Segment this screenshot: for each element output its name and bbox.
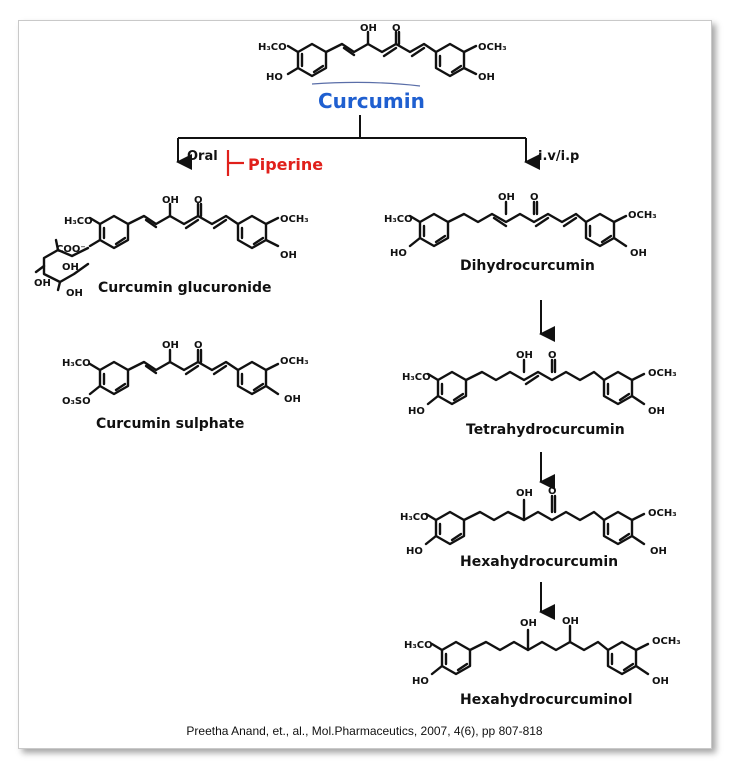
hexahydro-keto-o-label: O [548,486,557,497]
hexahydrol-oh-1-label: OH [520,618,537,629]
dihydro-ho-label: HO [390,248,407,259]
tetrahydrocurcumin-structure: H₃CO HO OH O OCH₃ OH [402,350,677,417]
curcumin-enol-oh-label: OH [360,23,377,34]
tetrahydrocurcumin-name: Tetrahydrocurcumin [466,422,625,438]
dihydro-oh-label: OH [630,248,647,259]
curcumin-och3-label: OCH₃ [478,42,507,53]
curcumin-h3co-label: H₃CO [258,42,287,53]
glucuronide-oh-label: OH [280,250,297,261]
sulphate-h3co-label: H₃CO [62,358,91,369]
sulphate-o3so-label: O₃SO [62,396,91,407]
dihydro-enol-oh-label: OH [498,192,515,203]
hexahydrocurcumin-name: Hexahydrocurcumin [460,554,618,570]
dihydro-och3-label: OCH₃ [628,210,657,221]
branch-connector [176,115,540,170]
glucuronide-coo-label: COO⁻ [56,244,86,255]
figure-frame [18,20,712,749]
inhibitor-mark [226,150,244,176]
dihydrocurcumin-name: Dihydrocurcumin [460,258,595,274]
curcumin-ho-label: HO [266,72,283,83]
tetrahydro-ho-label: HO [408,406,425,417]
dihydro-h3co-label: H₃CO [384,214,413,225]
piperine-inhibitor-label: Piperine [248,155,323,174]
hexahydro-och3-label: OCH₃ [648,508,677,519]
tetrahydro-oh-label: OH [648,406,665,417]
tetrahydro-enol-oh-label: OH [516,350,533,361]
curcumin-keto-o-label: O [392,23,401,34]
sulphate-och3-label: OCH₃ [280,356,309,367]
glucuronide-och3-label: OCH₃ [280,214,309,225]
hexahydro-oh-label: OH [516,488,533,499]
curcumin-structure: H₃CO HO OH O OCH₃ OH [258,23,507,83]
glucuronide-oh-left-label: OH [34,278,51,289]
hexahydrol-ho-label: HO [412,676,429,687]
hexahydrol-oh-2-label: OH [562,616,579,627]
oral-route-label: Oral [187,149,218,164]
hexahydrol-aryl-oh-label: OH [652,676,669,687]
tetrahydro-h3co-label: H₃CO [402,372,431,383]
glucuronide-keto-o-label: O [194,195,203,206]
glucuronide-h3co-label: H₃CO [64,216,93,227]
dihydro-keto-o-label: O [530,192,539,203]
hexahydro-ho-label: HO [406,546,423,557]
sulphate-keto-o-label: O [194,340,203,351]
title-underline-stroke [311,81,421,87]
hexahydrocurcumin-structure: H₃CO HO OH O OCH₃ OH [400,486,677,557]
citation: Preetha Anand, et., al., Mol.Pharmaceuti… [186,724,543,738]
sulphate-enol-oh-label: OH [162,340,179,351]
curcumin-oh-label: OH [478,72,495,83]
glucuronide-oh-bottom-label: OH [66,288,83,299]
sulphate-structure: H₃CO O₃SO OH O OCH₃ OH [62,340,309,407]
glucuronide-ring-oh-label: OH [62,262,79,273]
sulphate-oh-label: OH [284,394,301,405]
hexahydro-h3co-label: H₃CO [400,512,429,523]
hexahydrocurcuminol-name: Hexahydrocurcuminol [460,692,633,708]
tetrahydro-och3-label: OCH₃ [648,368,677,379]
hexahydro-aryl-oh-label: OH [650,546,667,557]
hexahydrocurcuminol-structure: H₃CO HO OH OH OCH₃ OH [404,616,681,687]
curcumin-title: Curcumin [318,89,425,113]
curcumin-glucuronide-name: Curcumin glucuronide [98,280,272,296]
curcumin-sulphate-name: Curcumin sulphate [96,416,244,432]
glucuronide-structure: H₃CO COO⁻ OH OH OH OH O OCH₃ OH [34,195,309,299]
hexahydrol-och3-label: OCH₃ [652,636,681,647]
tetrahydro-keto-o-label: O [548,350,557,361]
hexahydrol-h3co-label: H₃CO [404,640,433,651]
glucuronide-enol-oh-label: OH [162,195,179,206]
dihydrocurcumin-structure: H₃CO HO OH O OCH₃ OH [384,192,657,259]
iv-ip-route-label: i.v/i.p [538,149,579,164]
